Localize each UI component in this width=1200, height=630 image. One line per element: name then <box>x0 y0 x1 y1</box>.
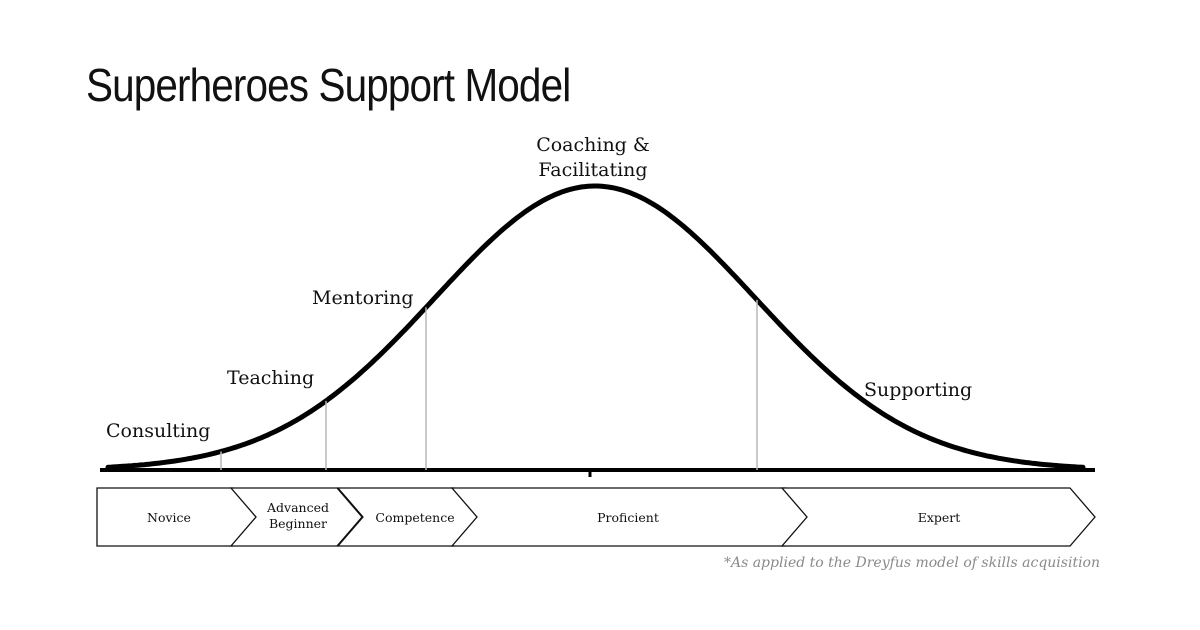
stage-label-proficient: Proficient <box>597 510 659 525</box>
stage-arrow-expert <box>780 487 1096 547</box>
bell-curve <box>105 183 1086 470</box>
label-consulting: Consulting <box>106 420 210 442</box>
stage-expert: Expert <box>780 487 1096 547</box>
label-supporting: Supporting <box>864 379 972 401</box>
label-coaching-line2: Facilitating <box>538 159 647 181</box>
stage-label-advanced-line2: Beginner <box>269 516 327 531</box>
label-teaching: Teaching <box>227 367 314 389</box>
stage-advanced-beginner: Advanced Beginner <box>229 487 363 547</box>
stage-competence: Competence <box>336 487 480 547</box>
stage-arrow-advanced-beginner <box>229 487 363 547</box>
label-coaching-line1: Coaching & <box>536 134 650 156</box>
stage-label-novice: Novice <box>147 510 191 525</box>
stage-label-expert: Expert <box>918 510 961 525</box>
stage-label-competence: Competence <box>375 510 454 525</box>
stage-novice: Novice <box>96 487 259 547</box>
stage-label-advanced-line1: Advanced <box>266 500 329 515</box>
label-mentoring: Mentoring <box>312 287 414 309</box>
page-title: Superheroes Support Model <box>86 59 571 111</box>
stage-proficient: Proficient <box>450 487 812 547</box>
footnote: *As applied to the Dreyfus model of skil… <box>723 555 1100 571</box>
